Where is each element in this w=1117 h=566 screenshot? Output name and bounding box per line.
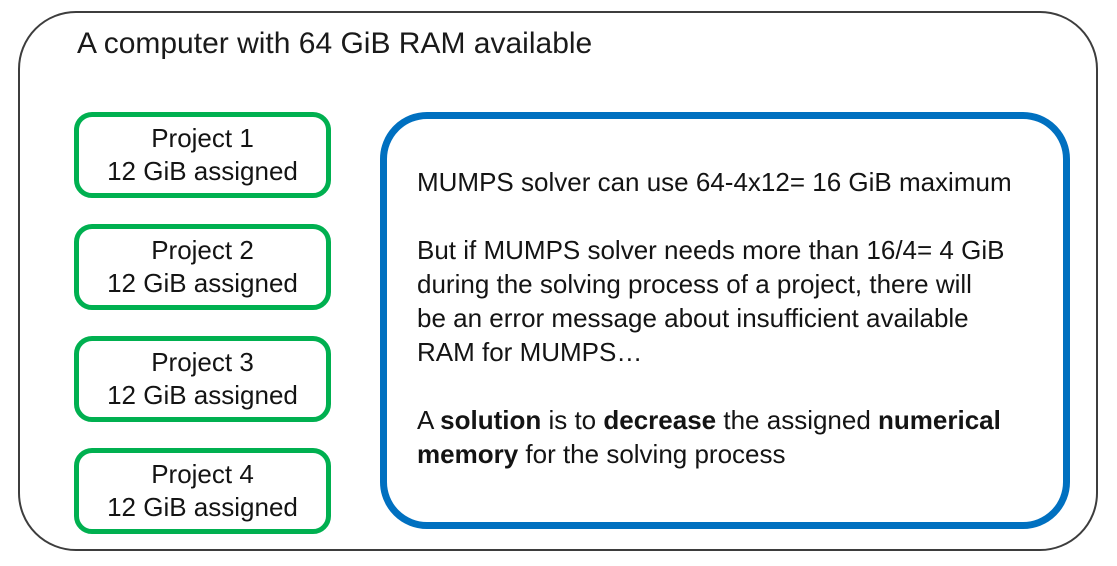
computer-title: A computer with 64 GiB RAM available [77,27,593,60]
project-name: Project 4 [151,459,254,489]
project-list: Project 1 12 GiB assigned Project 2 12 G… [74,112,331,534]
project-name: Project 1 [151,123,254,153]
project-memory: 12 GiB assigned [107,156,298,186]
project-card-3: Project 3 12 GiB assigned [74,336,331,422]
project-memory: 12 GiB assigned [107,268,298,298]
project-card-2: Project 2 12 GiB assigned [74,224,331,310]
project-memory: 12 GiB assigned [107,492,298,522]
computer-box: A computer with 64 GiB RAM available Pro… [18,11,1098,551]
project-memory: 12 GiB assigned [107,380,298,410]
project-name: Project 3 [151,347,254,377]
project-card-4: Project 4 12 GiB assigned [74,448,331,534]
project-name: Project 2 [151,235,254,265]
project-card-1: Project 1 12 GiB assigned [74,112,331,198]
mumps-note-box: MUMPS solver can use 64-4x12= 16 GiB max… [380,112,1070,529]
mumps-note-text: MUMPS solver can use 64-4x12= 16 GiB max… [417,167,1012,469]
